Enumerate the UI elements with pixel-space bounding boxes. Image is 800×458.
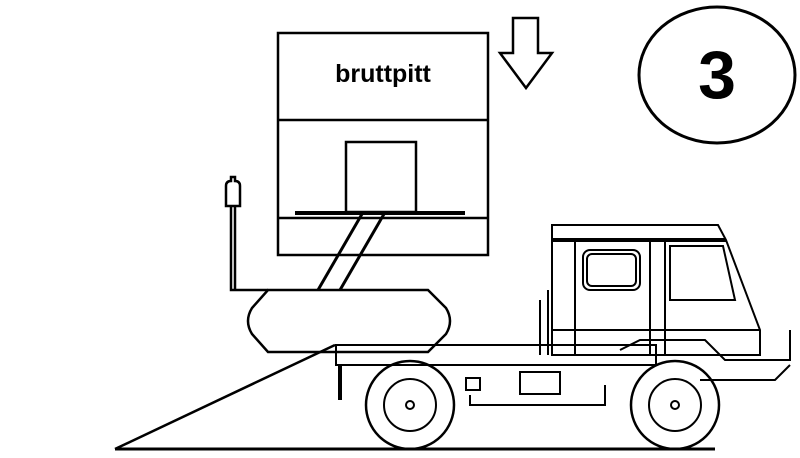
tank	[246, 288, 452, 354]
container-label: bruttpitt	[335, 60, 431, 88]
canister-icon	[224, 175, 242, 208]
truck	[335, 224, 791, 451]
rear-wheel	[364, 359, 456, 451]
ramp	[114, 343, 336, 451]
step-number: 3	[698, 37, 736, 113]
hose	[224, 175, 268, 292]
step-circle	[637, 5, 797, 145]
front-wheel	[629, 359, 721, 451]
container-box	[276, 31, 490, 257]
down-arrow-icon	[497, 16, 555, 91]
lift-arm	[316, 213, 386, 291]
